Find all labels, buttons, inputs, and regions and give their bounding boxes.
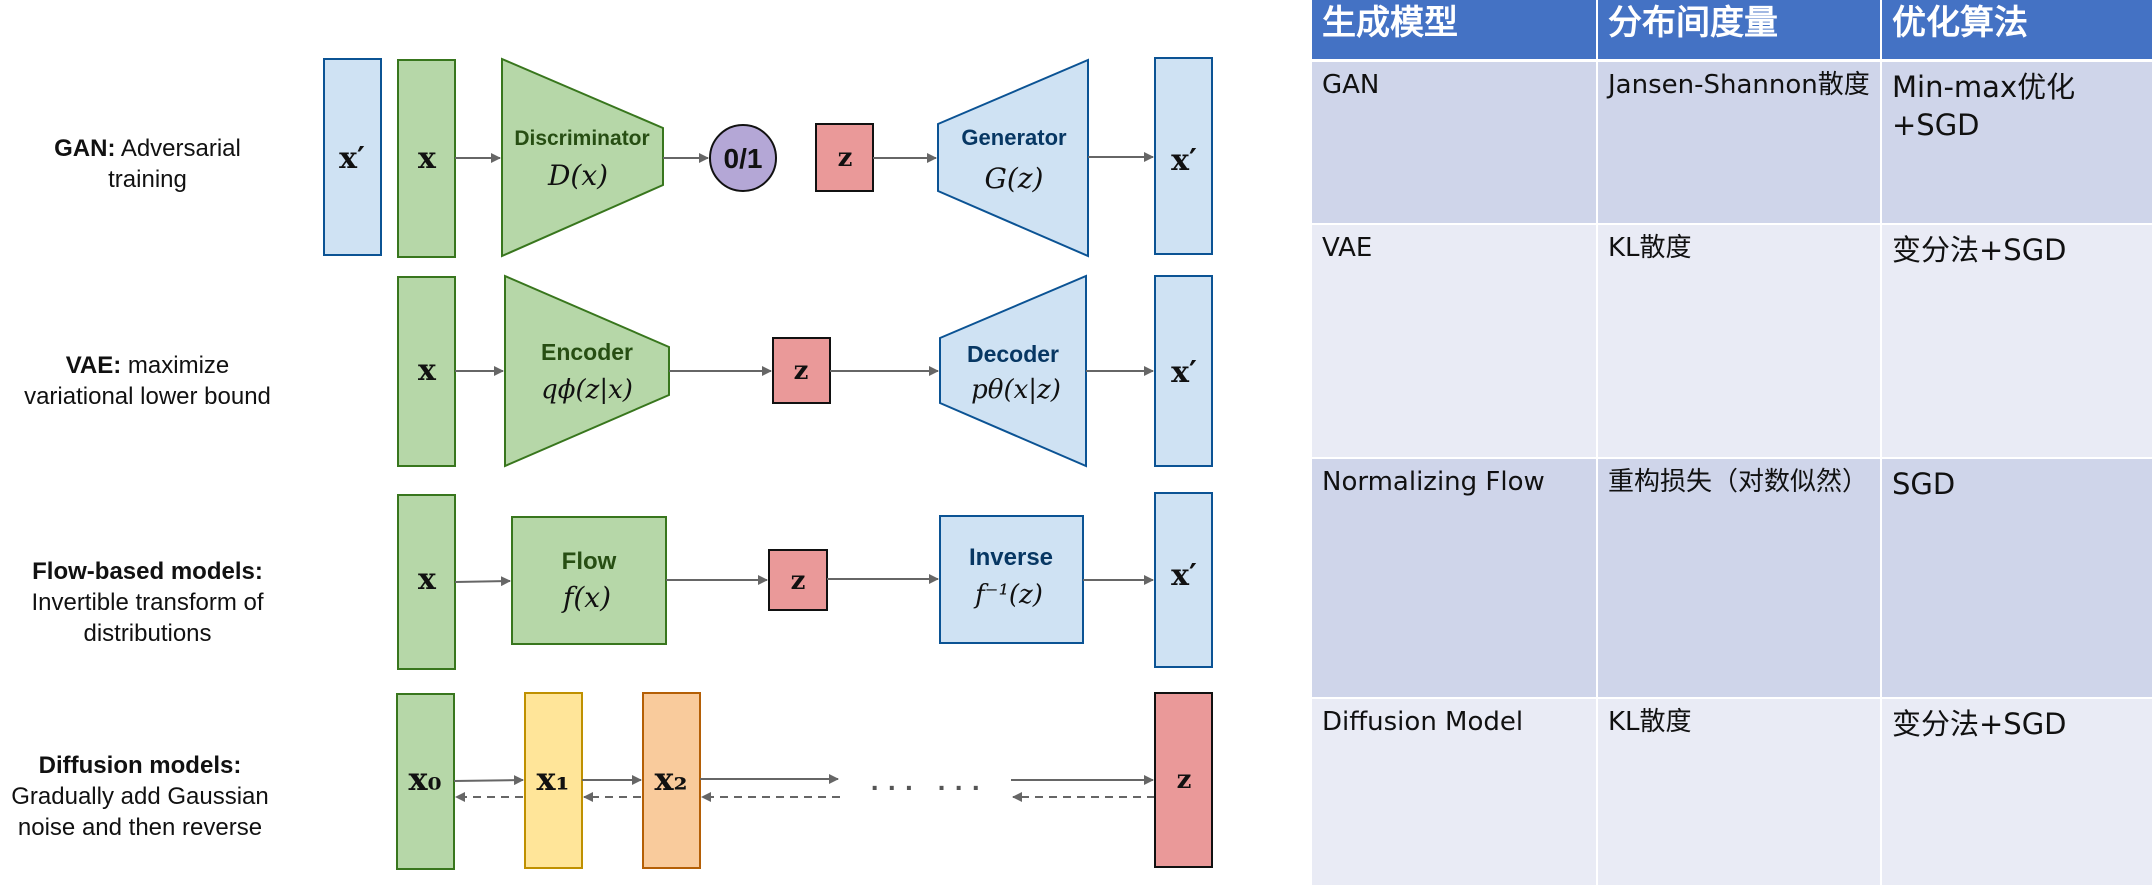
gan-x-box [397, 59, 456, 258]
encoder-block [504, 274, 670, 468]
vae-x-box [397, 276, 456, 467]
gan-z-box [815, 123, 874, 192]
flow-label-bold: Flow-based models: [32, 558, 263, 585]
decoder-title: Decoder [967, 341, 1059, 367]
gan-output-xprime-box [1154, 57, 1213, 255]
encoder-title: Encoder [541, 339, 633, 365]
decoder-block [939, 274, 1087, 468]
gan-x-label: x [418, 141, 437, 176]
flow-x-box [397, 494, 456, 670]
table-cell-gan-optimizer: Min-max优化+SGD [1882, 62, 2152, 223]
flow-label-line2: Invertible transform of [31, 589, 264, 616]
table-header-metric: 分布间度量 [1598, 0, 1880, 59]
diffusion-x0-label: x₀ [408, 760, 441, 798]
inverse-block [939, 515, 1084, 644]
diffusion-x2-label: x₂ [654, 760, 687, 798]
discriminator-title: Discriminator [514, 127, 649, 150]
table-header-model: 生成模型 [1312, 0, 1596, 59]
inverse-title: Inverse [969, 544, 1053, 571]
diffusion-label-bold: Diffusion models: [38, 752, 242, 779]
flow-block [511, 516, 667, 645]
diffusion-label-line3: noise and then reverse [17, 814, 263, 841]
vae-label-bold: VAE: [65, 352, 122, 379]
vae-output-xprime-label: x′ [1171, 355, 1197, 390]
gan-output-xprime-label: x′ [1171, 143, 1197, 178]
diffusion-x2-box [642, 692, 701, 869]
diffusion-z-label: z [1177, 765, 1192, 795]
flow-z-label: z [791, 566, 806, 596]
table-cell-flow-optimizer: SGD [1882, 459, 2152, 697]
forward-arrow-x0-x1 [453, 775, 524, 786]
table-cell-gan-model: GAN [1312, 62, 1596, 223]
table-header-optimizer: 优化算法 [1882, 0, 2152, 59]
gan-label-line2: training [108, 166, 187, 193]
generator-title: Generator [961, 125, 1067, 150]
flow-output-xprime-label: x′ [1171, 558, 1197, 593]
diffusion-row-label: Diffusion models: Gradually add Gaussian… [0, 750, 280, 843]
table-cell-diffusion-optimizer: 变分法+SGD [1882, 699, 2152, 885]
discriminator-block [501, 57, 664, 258]
gan-z-label: z [838, 143, 853, 173]
flow-formula: f(x) [561, 581, 611, 614]
inverse-formula: f⁻¹(z) [973, 580, 1043, 610]
gan-xprime-label: x′ [339, 141, 365, 176]
arrow-x-to-flow [454, 576, 511, 587]
real-fake-output-label: 0/1 [724, 143, 763, 174]
table-cell-vae-optimizer: 变分法+SGD [1882, 225, 2152, 457]
real-fake-output-node [709, 124, 777, 192]
table-cell-flow-metric: 重构损失（对数似然） [1598, 459, 1880, 697]
flow-output-xprime-box [1154, 492, 1213, 668]
generator-block [937, 58, 1089, 258]
vae-row-label: VAE: maximize variational lower bound [0, 350, 295, 412]
vae-label-rest: maximize [121, 352, 230, 379]
vae-label-line2: variational lower bound [24, 383, 271, 410]
vae-x-label: x [418, 353, 437, 388]
flow-title: Flow [562, 548, 617, 575]
flow-x-label: x [418, 562, 437, 597]
comparison-table: 生成模型 分布间度量 优化算法 GAN Jansen-Shannon散度 Min… [1312, 0, 2152, 885]
flow-row-label: Flow-based models: Invertible transform … [0, 556, 295, 649]
encoder-formula: qϕ(z|x) [541, 375, 633, 405]
diffusion-x0-box [396, 693, 455, 870]
diffusion-label-line2: Gradually add Gaussian [11, 783, 269, 810]
gan-label-rest: Adversarial [115, 135, 241, 162]
table-cell-diffusion-model: Diffusion Model [1312, 699, 1596, 885]
generative-models-diagram: GAN: Adversarial training VAE: maximize … [0, 57, 1213, 870]
diffusion-x1-label: x₁ [536, 760, 569, 798]
diffusion-x1-box [524, 692, 583, 869]
gan-label-bold: GAN: [54, 135, 116, 162]
gan-row-label: GAN: Adversarial training [20, 133, 275, 195]
diffusion-z-box [1154, 692, 1213, 868]
discriminator-formula: D(x) [547, 159, 608, 192]
vae-output-xprime-box [1154, 275, 1213, 467]
table-cell-vae-metric: KL散度 [1598, 225, 1880, 457]
decoder-formula: pθ(x|z) [971, 375, 1061, 405]
table-cell-vae-model: VAE [1312, 225, 1596, 457]
table-cell-flow-model: Normalizing Flow [1312, 459, 1596, 697]
generator-formula: G(z) [985, 162, 1044, 195]
diagram-canvas: x′ x Discriminator D(x) 0/1 z Generator … [323, 57, 1213, 870]
gan-xprime-box [323, 58, 382, 256]
vae-z-label: z [794, 356, 809, 386]
flow-label-line3: distributions [83, 620, 212, 647]
diffusion-ellipsis: · · · · · · [871, 772, 981, 803]
table-cell-gan-metric: Jansen-Shannon散度 [1598, 62, 1880, 223]
table-cell-diffusion-metric: KL散度 [1598, 699, 1880, 885]
